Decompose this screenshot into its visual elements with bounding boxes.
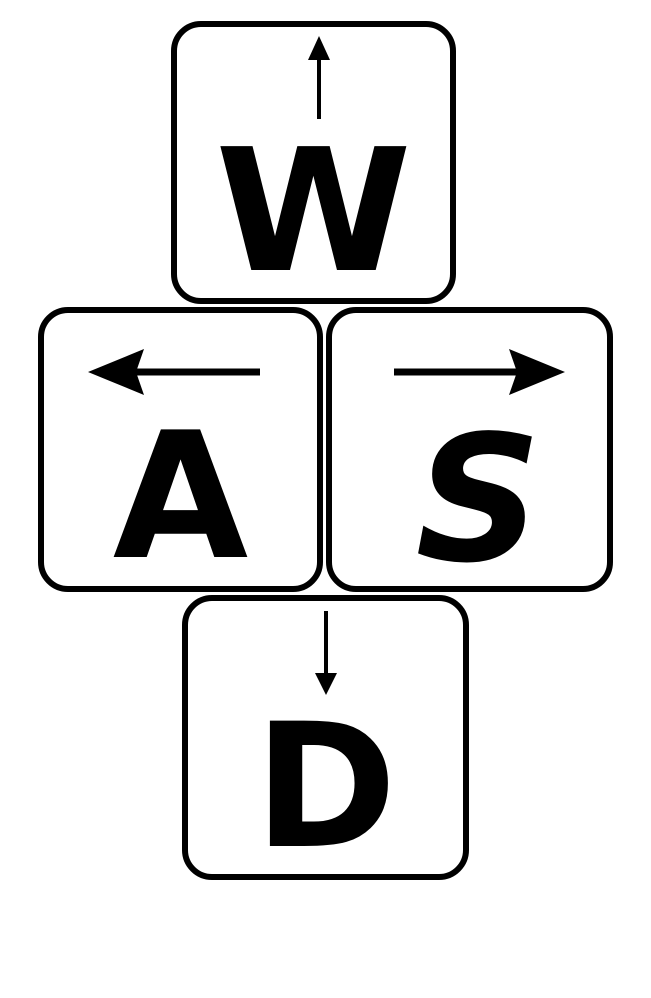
arrow-up-icon — [308, 36, 330, 119]
arrow-left-icon — [88, 349, 260, 395]
arrow-right-icon — [394, 349, 565, 395]
key-w-letter: W — [215, 113, 412, 311]
arrow-down-icon — [315, 611, 337, 695]
key-s: S — [326, 307, 613, 592]
key-d: D — [182, 595, 469, 880]
key-s-letter: S — [415, 399, 542, 602]
key-d-letter: D — [254, 686, 397, 887]
key-a: A — [38, 307, 323, 592]
key-a-letter: A — [112, 396, 249, 599]
key-w: W — [171, 21, 456, 304]
